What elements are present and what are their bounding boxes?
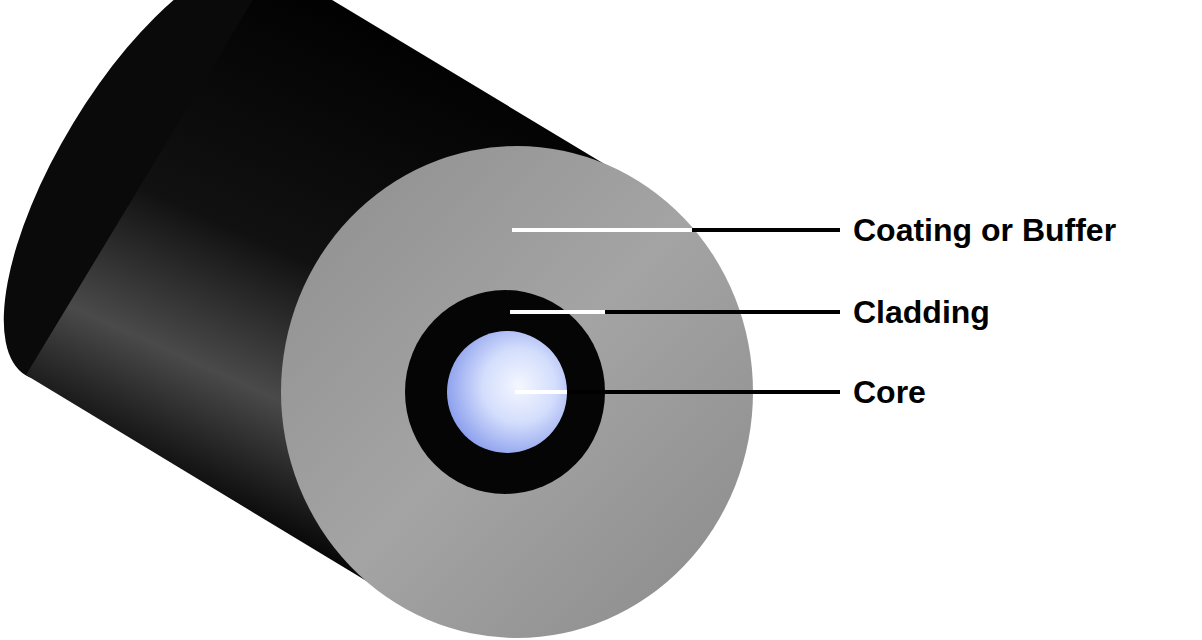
leader-line	[605, 310, 840, 314]
part-label: Cladding	[853, 294, 990, 331]
leader-line	[692, 228, 840, 232]
leader-line	[515, 390, 567, 394]
leader-line	[567, 390, 840, 394]
leader-line	[510, 310, 605, 314]
part-label: Coating or Buffer	[853, 212, 1116, 249]
leader-line	[512, 228, 692, 232]
core-disc	[447, 331, 567, 453]
part-label: Core	[853, 374, 926, 411]
